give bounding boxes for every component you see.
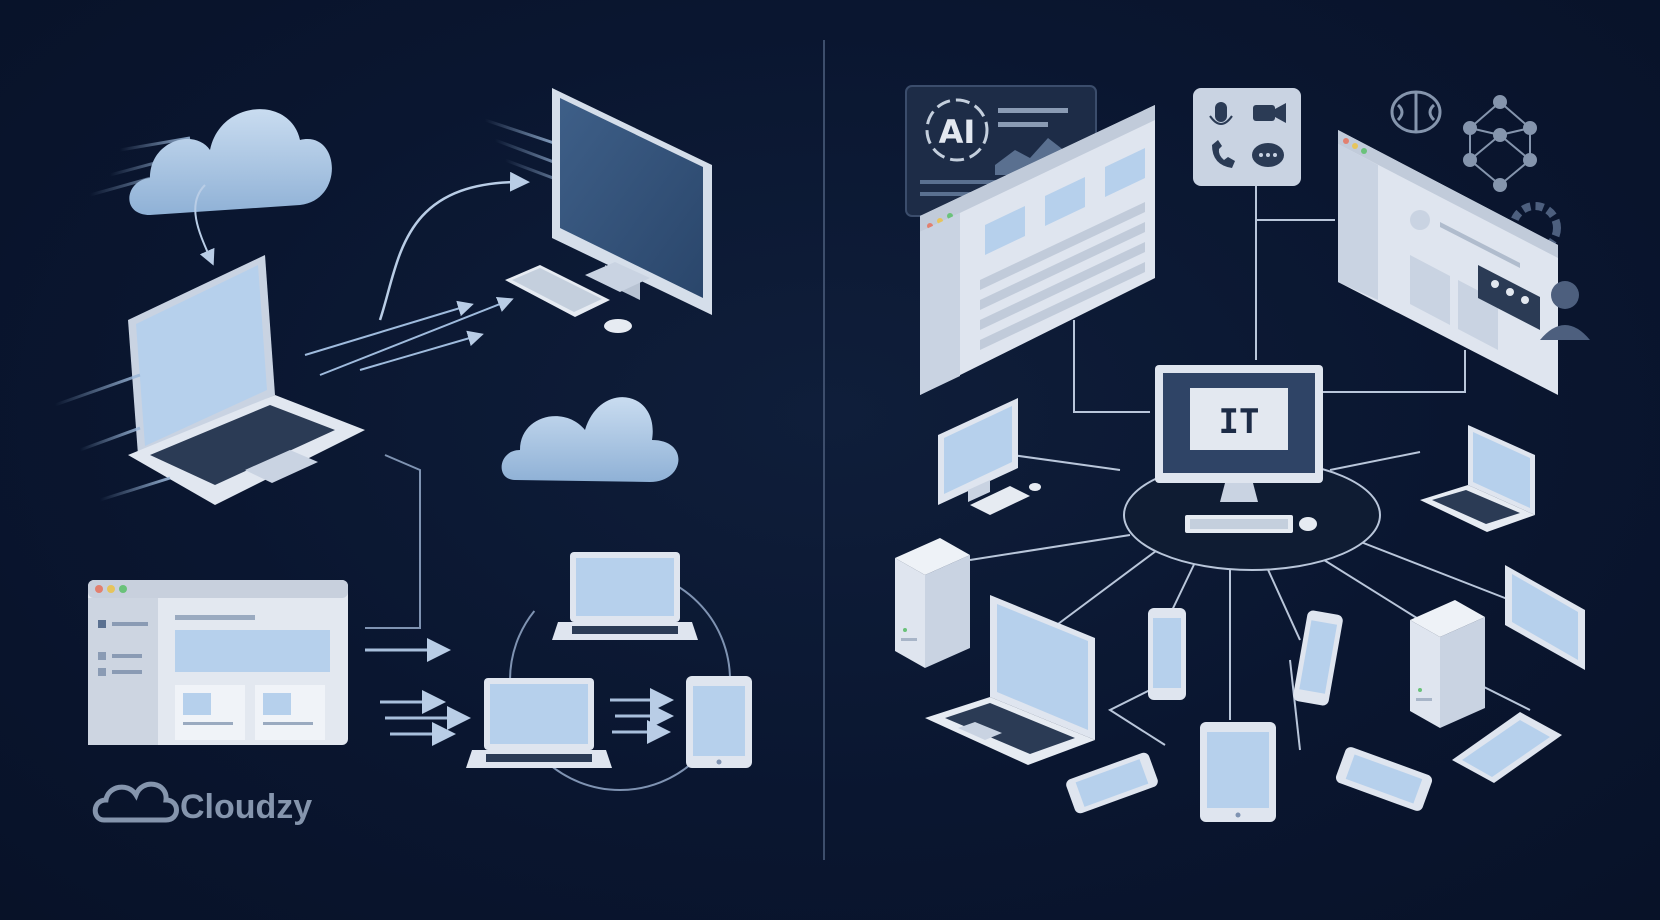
- flow-arrows-hub: [365, 638, 674, 746]
- cloud-outline-icon: [92, 781, 179, 823]
- server-tower-icon: [895, 538, 970, 668]
- it-label: IT: [1219, 402, 1260, 442]
- browser-window-icon: [920, 105, 1155, 395]
- microphone-icon: [1209, 102, 1233, 125]
- brand-name: Cloudzy: [180, 788, 312, 826]
- motion-streaks-laptop: [54, 373, 171, 502]
- user-icon: [1540, 281, 1590, 340]
- desktop-monitor-icon: [552, 88, 712, 315]
- browser-window-icon: [88, 580, 348, 745]
- mouse-icon: [1299, 517, 1317, 531]
- right-panel: AI: [895, 85, 1590, 822]
- left-panel: Cloudzy: [54, 88, 752, 826]
- smartphone-icon: [1335, 747, 1433, 811]
- flow-arrows-right: [304, 296, 514, 376]
- server-tower-icon: [1410, 600, 1485, 728]
- neural-network-icon: [1463, 95, 1537, 192]
- motion-streaks-cloud: [465, 438, 520, 472]
- laptop-icon: [1420, 425, 1535, 532]
- keyboard-icon: [505, 265, 610, 317]
- laptop-icon: [925, 595, 1095, 765]
- sync-arrow: [378, 171, 530, 321]
- tablet-icon: [1200, 722, 1276, 822]
- tablet-icon: [1505, 565, 1585, 670]
- connector-line: [365, 454, 421, 629]
- mouse-icon: [604, 319, 632, 333]
- laptop-icon: [466, 678, 612, 768]
- smartphone-icon: [1293, 610, 1343, 706]
- smartphone-icon: [1066, 752, 1158, 814]
- tablet-icon: [686, 676, 752, 768]
- chat-bubble-icon: [1252, 143, 1284, 167]
- desktop-monitor-icon: IT: [1155, 365, 1323, 502]
- brand-logo: Cloudzy: [92, 781, 312, 826]
- keyboard-icon: [1185, 515, 1293, 533]
- video-call-window-icon: [1338, 130, 1558, 395]
- phone-icon: [1212, 140, 1235, 168]
- laptop-icon: [552, 552, 698, 640]
- smartphone-icon: [1148, 608, 1186, 700]
- download-arrow: [194, 184, 215, 266]
- laptop-icon: [128, 255, 365, 505]
- video-camera-icon: [1253, 103, 1286, 123]
- cloud-icon: [129, 109, 332, 215]
- communication-panel-icon: [1193, 88, 1301, 186]
- tablet-icon: [1452, 712, 1562, 783]
- brain-icon: [1390, 90, 1442, 134]
- desktop-monitor-icon: [938, 398, 1041, 515]
- ai-label: AI: [939, 113, 976, 151]
- cloud-icon: [501, 397, 679, 482]
